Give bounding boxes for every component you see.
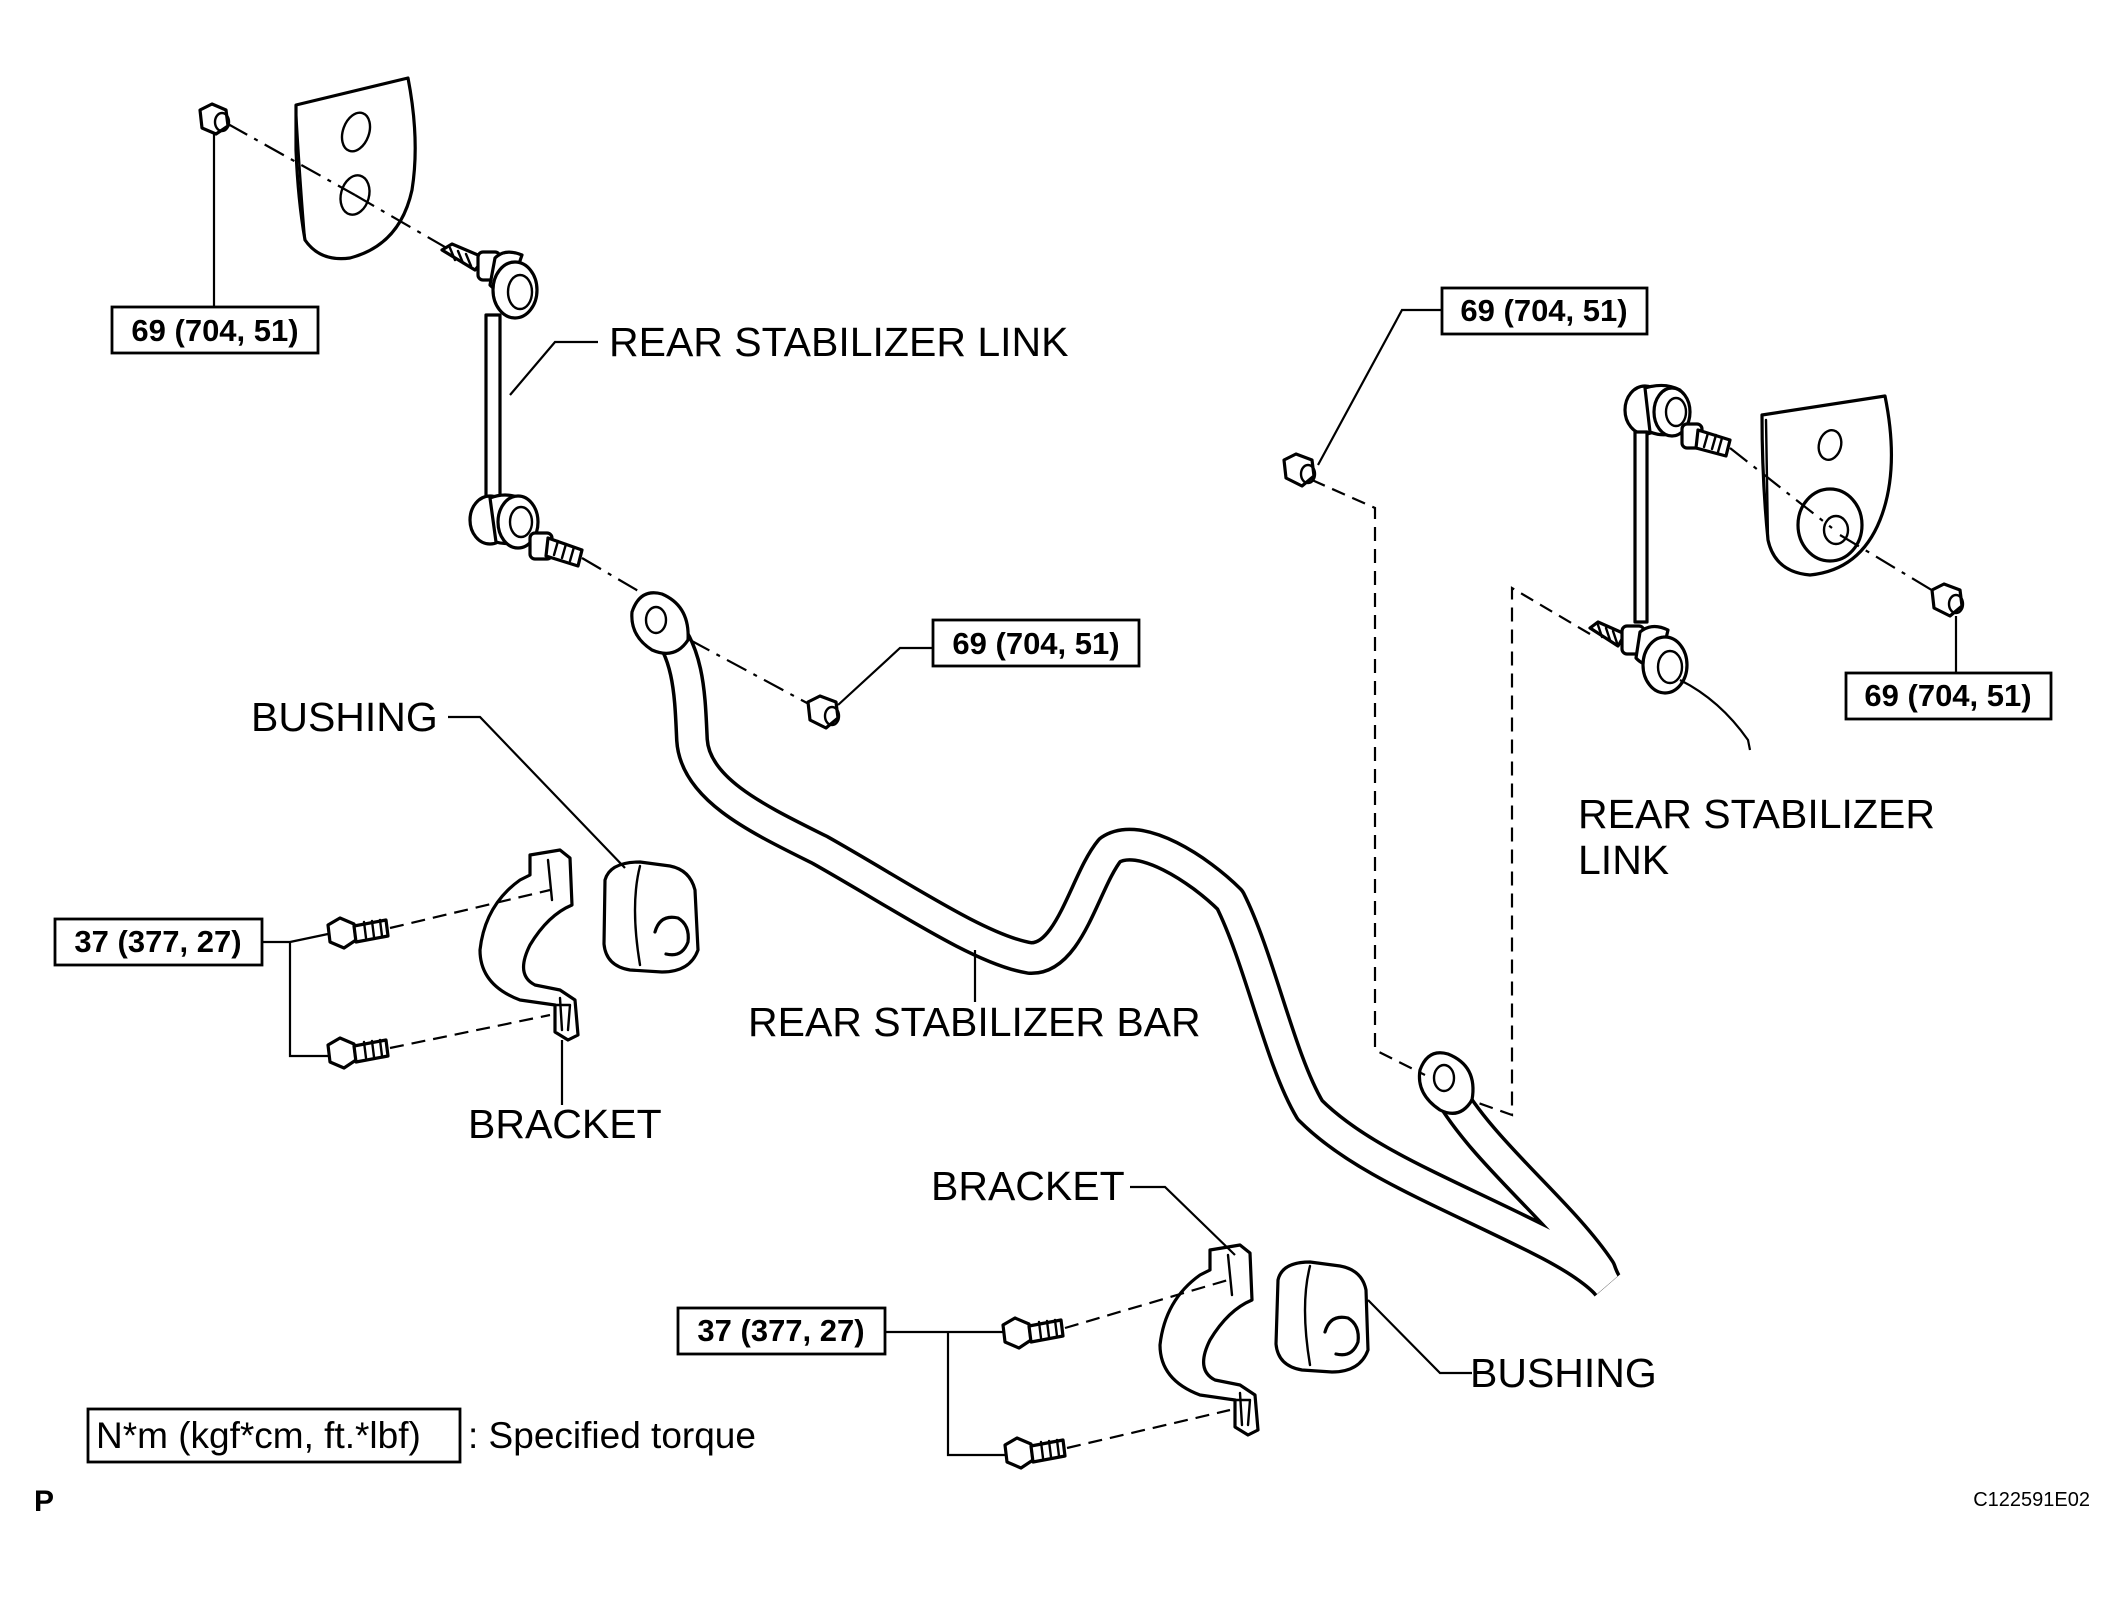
label-bracket-right: BRACKET	[931, 1163, 1125, 1209]
svg-text:69 (704, 51): 69 (704, 51)	[131, 313, 298, 348]
svg-text:69 (704, 51): 69 (704, 51)	[1864, 678, 2031, 713]
stabilizer-bar-icon	[643, 605, 1624, 1302]
label-link-right-line2: LINK	[1578, 837, 1669, 883]
label-link-right-line1: REAR STABILIZER	[1578, 791, 1935, 837]
bar-end-left-icon	[630, 591, 690, 655]
stabilizer-link-right-icon	[1588, 383, 1732, 695]
torque-box-bar-left: 69 (704, 51)	[931, 618, 1141, 668]
bushing-right-icon	[1274, 1260, 1370, 1374]
torque-box-top-left: 69 (704, 51)	[110, 305, 320, 355]
nut-bar-left-icon	[806, 694, 841, 730]
svg-text:69 (704, 51): 69 (704, 51)	[952, 626, 1119, 661]
corner-mark: P	[34, 1485, 54, 1518]
bolt-left-upper-icon	[326, 916, 390, 950]
bushing-left-icon	[602, 860, 700, 974]
svg-text:69 (704, 51): 69 (704, 51)	[1460, 293, 1627, 328]
bolt-left-lower-icon	[326, 1036, 390, 1070]
nut-right-lower-icon	[1930, 582, 1965, 618]
bar-end-right-icon	[1417, 1051, 1475, 1115]
label-bar: REAR STABILIZER BAR	[748, 999, 1201, 1045]
label-link-left: REAR STABILIZER LINK	[609, 319, 1068, 365]
label-bushing-left: BUSHING	[251, 694, 438, 740]
legend-unit-text: N*m (kgf*cm, ft.*lbf)	[96, 1415, 421, 1456]
lower-arm-right-icon	[1760, 394, 1894, 577]
lower-arm-left-icon	[294, 76, 417, 261]
legend: N*m (kgf*cm, ft.*lbf) : Specified torque	[86, 1407, 756, 1464]
centerline-top-left	[227, 123, 356, 196]
torque-box-right-lower: 69 (704, 51)	[1844, 671, 2053, 721]
label-bushing-right: BUSHING	[1470, 1350, 1657, 1396]
legend-description: : Specified torque	[468, 1415, 756, 1456]
bracket-right-icon	[1158, 1243, 1260, 1437]
label-bracket-left: BRACKET	[468, 1101, 662, 1147]
bolt-right-lower-icon	[1003, 1436, 1067, 1470]
torque-box-top-right: 69 (704, 51)	[1440, 286, 1649, 336]
torque-box-bolt-left: 37 (377, 27)	[53, 917, 264, 967]
svg-text:37 (377, 27): 37 (377, 27)	[697, 1313, 864, 1348]
bolt-right-upper-icon	[1001, 1316, 1065, 1350]
stabilizer-link-left-icon	[440, 242, 584, 568]
bracket-left-icon	[478, 848, 580, 1042]
legend-unit-box	[86, 1407, 462, 1464]
figure-code: C122591E02	[1973, 1489, 2090, 1511]
torque-box-bolt-right: 37 (377, 27)	[676, 1306, 887, 1356]
svg-text:37 (377, 27): 37 (377, 27)	[74, 924, 241, 959]
nut-top-right-icon	[1282, 452, 1317, 488]
nut-top-left-icon	[198, 102, 231, 136]
